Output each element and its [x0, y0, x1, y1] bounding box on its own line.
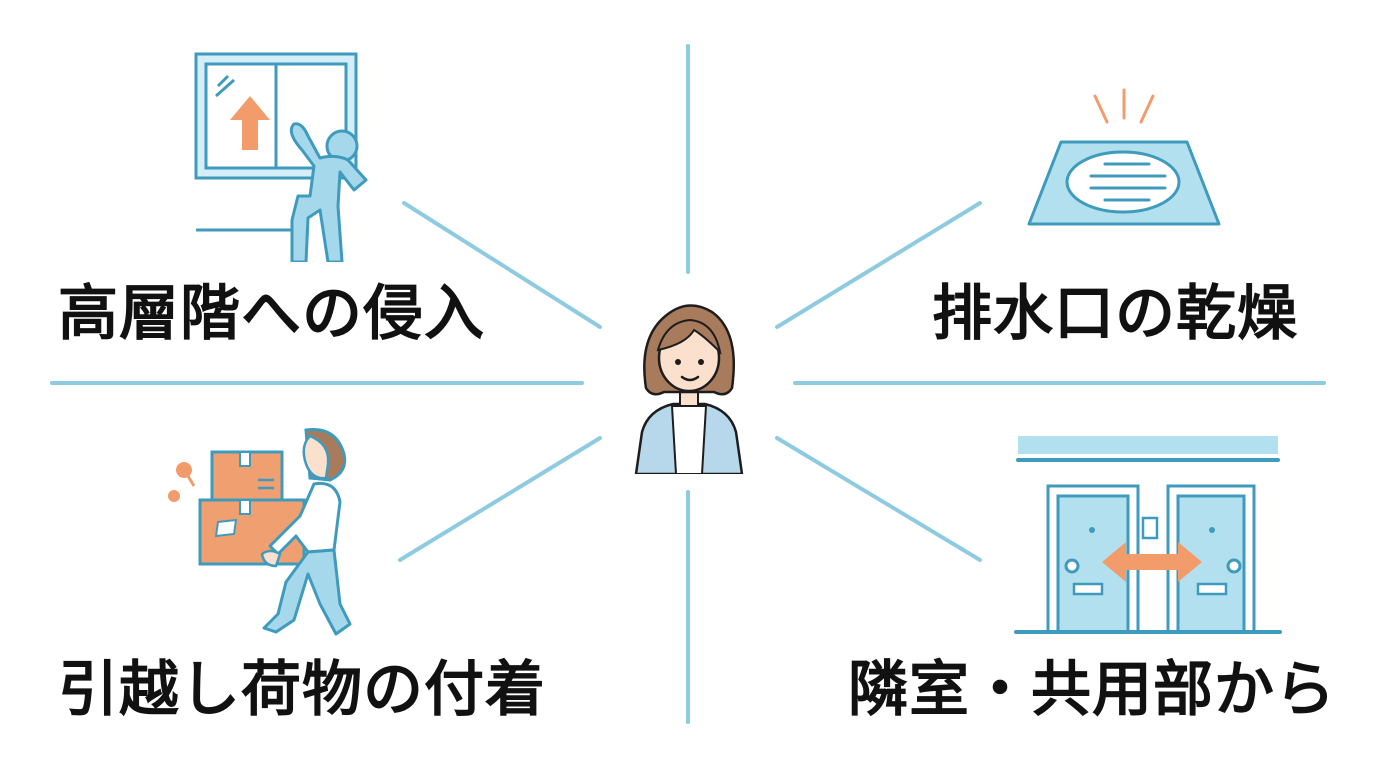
adjacent-doors-icon [1014, 436, 1282, 634]
label-moving-luggage: 引越し荷物の付着 [58, 655, 546, 725]
person-carrying-boxes-icon [168, 428, 352, 636]
label-high-floor-intrusion: 高層階への侵入 [58, 279, 485, 349]
label-neighbor-common-area: 隣室・共用部から [848, 655, 1336, 725]
woman-avatar-icon [634, 304, 744, 474]
floor-drain-icon [1027, 88, 1221, 226]
label-drain-drying: 排水口の乾燥 [932, 279, 1298, 349]
window-climber-icon [194, 52, 368, 262]
